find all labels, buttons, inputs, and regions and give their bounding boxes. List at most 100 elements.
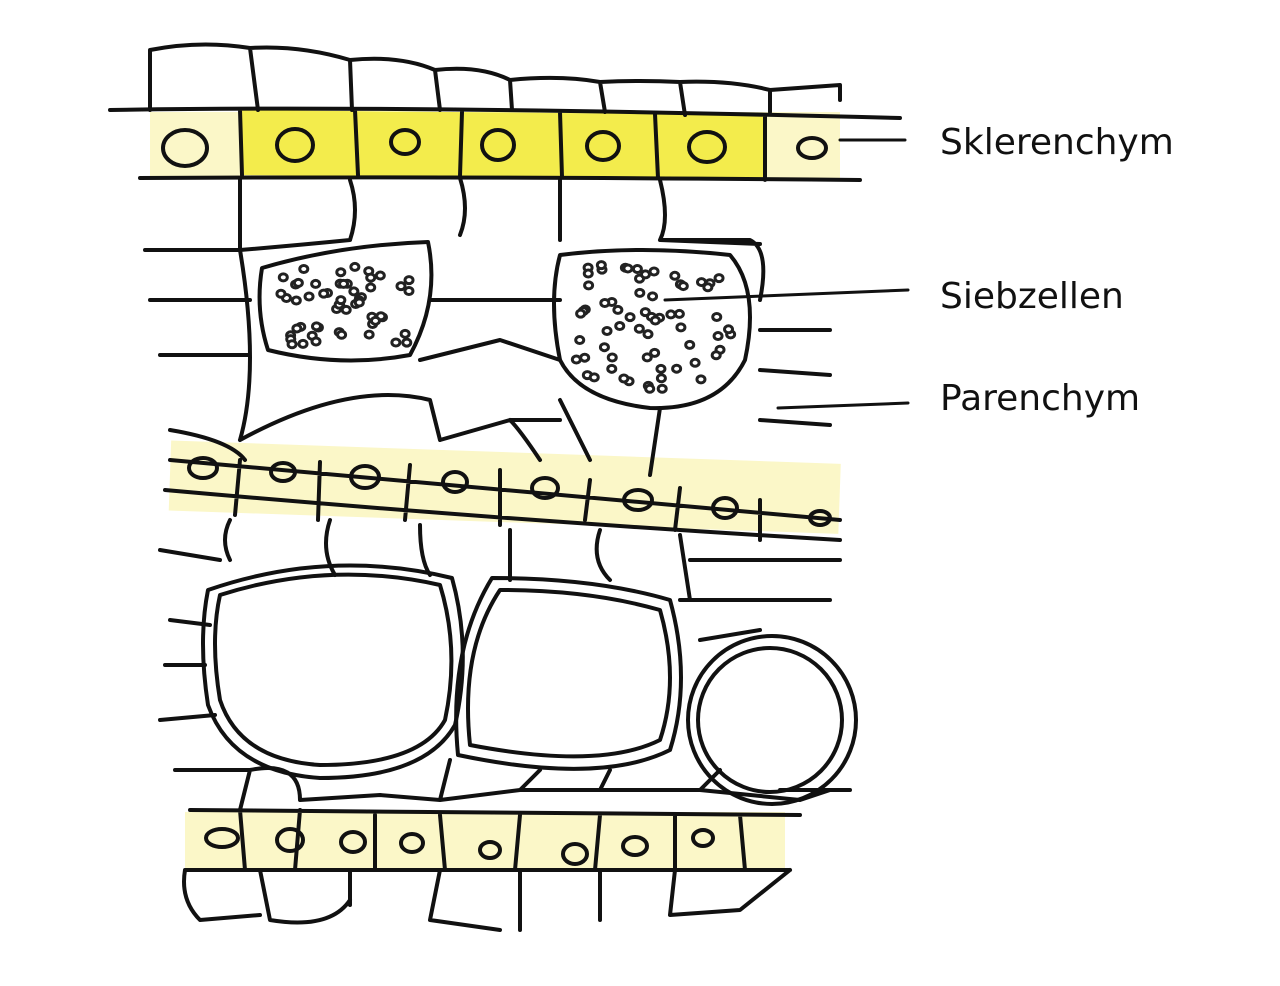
leader-line-parenchym bbox=[776, 401, 910, 410]
sieve-dot bbox=[647, 291, 659, 302]
sieve-dot bbox=[665, 309, 677, 320]
parenchyma-grid bbox=[143, 176, 852, 932]
sclerenchyma-band-lines bbox=[108, 106, 902, 182]
cell-lumen bbox=[585, 130, 621, 162]
sieve-dot bbox=[712, 331, 724, 342]
sieve-dot bbox=[277, 272, 289, 283]
sieve-dot bbox=[624, 312, 636, 323]
sieve-dot bbox=[575, 308, 587, 319]
sieve-dot bbox=[671, 363, 683, 374]
cell-lumen bbox=[339, 830, 367, 854]
sieve-dot bbox=[622, 263, 634, 274]
sieve-dot bbox=[644, 383, 656, 394]
vessel-cell-1-wall bbox=[201, 563, 465, 780]
sieve-dot bbox=[639, 269, 651, 280]
cell-lumen bbox=[389, 128, 421, 156]
sieve-dot bbox=[723, 324, 735, 335]
sieve-dot bbox=[291, 323, 303, 334]
cell-lumen bbox=[621, 835, 649, 857]
sieve-dot bbox=[363, 329, 375, 340]
sieve-dot bbox=[336, 329, 348, 340]
cell-lumen bbox=[530, 476, 560, 500]
sieve-dot bbox=[612, 304, 624, 315]
label-sklerenchym: Sklerenchym bbox=[940, 122, 1174, 163]
sieve-dot bbox=[403, 285, 415, 296]
sieve-dot bbox=[655, 363, 667, 374]
sieve-dot bbox=[335, 295, 347, 306]
sieve-dot bbox=[606, 352, 618, 363]
cell-lumen bbox=[796, 136, 828, 160]
sieve-dot bbox=[631, 263, 643, 274]
sieve-dot bbox=[338, 278, 350, 289]
sieve-dot bbox=[303, 291, 315, 302]
sieve-dot bbox=[648, 266, 660, 277]
sieve-dot bbox=[570, 354, 582, 365]
cell-lumen bbox=[204, 827, 240, 849]
vessel-cell-3 bbox=[696, 646, 844, 794]
cell-lumen bbox=[478, 840, 502, 860]
sieve-dot bbox=[599, 298, 611, 309]
sieve-dot bbox=[614, 321, 626, 332]
sieve-dot bbox=[582, 268, 594, 279]
sieve-dot bbox=[675, 322, 687, 333]
middle-band-light bbox=[168, 440, 841, 534]
sieve-dot bbox=[365, 282, 377, 293]
cell-lumen bbox=[275, 127, 315, 163]
sieve-dot bbox=[348, 286, 360, 297]
sieve-dot bbox=[598, 342, 610, 353]
sieve-cell-right bbox=[552, 248, 752, 411]
cell-lumen bbox=[349, 464, 381, 490]
cell-lumen bbox=[691, 828, 715, 848]
cell-lumen bbox=[161, 128, 209, 168]
sieve-dot bbox=[695, 277, 707, 288]
label-parenchym: Parenchym bbox=[940, 378, 1141, 419]
vessel-cell-2 bbox=[466, 588, 672, 759]
cell-lumen bbox=[399, 832, 425, 854]
sieve-dot bbox=[711, 311, 723, 322]
sieve-dot bbox=[275, 288, 287, 299]
vessel-cell-1 bbox=[213, 572, 454, 767]
sieve-dot bbox=[649, 347, 661, 358]
sieve-dot bbox=[335, 267, 347, 278]
sieve-cell-left bbox=[257, 240, 434, 363]
sieve-dot bbox=[673, 308, 685, 319]
top-cell-row bbox=[148, 42, 842, 117]
cell-lumens bbox=[161, 127, 832, 866]
sieve-dot bbox=[297, 338, 309, 349]
sieve-dot bbox=[318, 288, 330, 299]
sieve-dot bbox=[633, 323, 645, 334]
sieve-dot bbox=[713, 273, 725, 284]
sieve-dot bbox=[310, 336, 322, 347]
sieve-dot bbox=[399, 328, 411, 339]
sieve-dot bbox=[634, 287, 646, 298]
cell-lumen bbox=[622, 488, 654, 512]
cell-lumen bbox=[687, 130, 727, 164]
sieve-dot bbox=[292, 277, 304, 288]
sieve-dot bbox=[641, 352, 653, 363]
sieve-dot bbox=[655, 373, 667, 384]
cell-lumen bbox=[275, 827, 305, 853]
label-siebzellen: Siebzellen bbox=[940, 276, 1124, 317]
sieve-dot bbox=[595, 260, 607, 271]
cell-lumen bbox=[269, 461, 297, 483]
sieve-dot bbox=[689, 357, 701, 368]
cell-lumen bbox=[711, 496, 739, 520]
sieve-dot bbox=[369, 315, 381, 326]
sieve-dot bbox=[298, 264, 310, 275]
cell-lumen bbox=[187, 456, 219, 480]
sieve-dot bbox=[695, 374, 707, 385]
sieve-dot bbox=[639, 307, 651, 318]
sieve-dot bbox=[601, 325, 613, 336]
sclerenchyma-cells bbox=[240, 110, 765, 180]
sieve-dot bbox=[401, 337, 413, 348]
sieve-dot bbox=[642, 329, 654, 340]
sieve-dot bbox=[390, 337, 402, 348]
sieve-dot bbox=[574, 335, 586, 346]
sieve-dot bbox=[656, 383, 668, 394]
leader-line-siebzellen bbox=[663, 288, 910, 302]
sieve-dot bbox=[583, 280, 595, 291]
sieve-dot bbox=[290, 295, 302, 306]
cell-lumen bbox=[808, 509, 832, 527]
sieve-dot bbox=[310, 278, 322, 289]
